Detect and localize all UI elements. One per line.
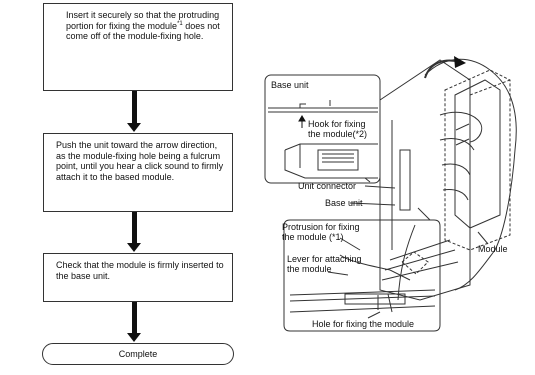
label-lever: Lever for attaching the module: [287, 254, 362, 274]
label-lever-text: Lever for attaching the module: [287, 254, 362, 274]
step-2-box: Push the unit toward the arrow direction…: [43, 133, 233, 212]
step-3-box: Check that the module is firmly inserted…: [43, 253, 233, 302]
label-hook-text: Hook for fixing the module(*2): [308, 119, 368, 139]
flow-arrow-2: [127, 212, 141, 252]
flow-arrow-3: [127, 302, 141, 342]
label-protrusion-text: Protrusion for fixing the module (*1): [282, 222, 360, 242]
label-hook: Hook for fixing the module(*2): [308, 119, 378, 139]
complete-terminator: Complete: [42, 343, 234, 365]
complete-label: Complete: [118, 349, 158, 359]
step-3-text: Check that the module is firmly inserted…: [56, 260, 224, 281]
step-1-box: Insert it securely so that the protrudin…: [43, 3, 233, 91]
step-1-footnote-mark: *1: [177, 20, 183, 27]
label-unit-connector: Unit connector: [298, 181, 357, 191]
rotate-arrow-icon: [454, 56, 466, 68]
step-1-text: Insert it securely so that the protrudin…: [66, 10, 220, 31]
label-hole: Hole for fixing the module: [312, 319, 415, 329]
label-base-unit-top: Base unit: [271, 80, 309, 90]
step-1-text-cont: does not come off of the module-fixing h…: [66, 20, 220, 42]
label-module: Module: [478, 244, 508, 254]
lower-inset-frame: [283, 219, 441, 332]
label-protrusion: Protrusion for fixing the module (*1): [282, 222, 362, 242]
step-2-text: Push the unit toward the arrow direction…: [56, 140, 224, 182]
label-base-unit: Base unit: [325, 198, 363, 208]
flow-arrow-1: [127, 91, 141, 132]
